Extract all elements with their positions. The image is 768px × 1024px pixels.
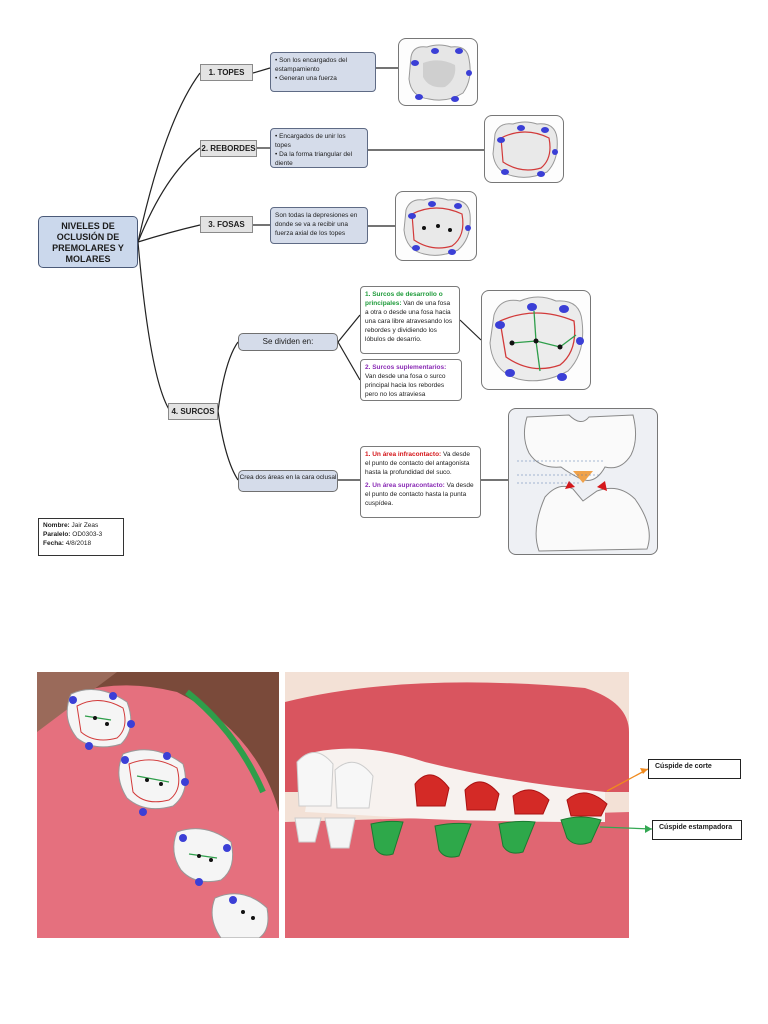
caption-cuspide-estampadora: Cúspide estampadora bbox=[652, 820, 742, 840]
fosas-tooth-illustration bbox=[395, 191, 477, 261]
rebordes-description: • Encargados de unir los topes • Da la f… bbox=[270, 128, 368, 168]
paralelo-value: OD0303-3 bbox=[72, 531, 103, 538]
connector-lines bbox=[137, 67, 508, 481]
nombre-label: Nombre: bbox=[43, 522, 70, 529]
rebordes-desc-1: • Encargados de unir los topes bbox=[275, 133, 346, 149]
areas-note: 1. Un área infracontacto: Va desde el pu… bbox=[360, 446, 481, 518]
occlusal-model-photo bbox=[37, 672, 279, 938]
topes-tooth-illustration bbox=[398, 38, 478, 106]
rebordes-tooth-illustration bbox=[484, 115, 564, 183]
supra-title: 2. Un área supracontacto: bbox=[365, 482, 445, 489]
surcos-suplementarios-note: 2. Surcos suplementarios: Van desde una … bbox=[360, 359, 462, 401]
lateral-model-photo bbox=[285, 672, 629, 938]
paralelo-label: Paralelo: bbox=[43, 531, 71, 538]
mindmap-root: NIVELES DE OCLUSIÓN DE PREMOLARES Y MOLA… bbox=[38, 216, 138, 268]
student-info-box: Nombre: Jair Zeas Paralelo: OD0303-3 Fec… bbox=[38, 518, 124, 556]
suplementarios-text: Van desde una fosa o surco principal hac… bbox=[365, 373, 446, 398]
fosas-label: 3. FOSAS bbox=[200, 216, 253, 233]
supra-text: Va desde el punto de contacto hasta la p… bbox=[365, 482, 474, 507]
fecha-label: Fecha: bbox=[43, 540, 64, 547]
topes-desc-2: • Generan una fuerza bbox=[275, 75, 337, 82]
surcos-tooth-illustration bbox=[481, 290, 591, 390]
suplementarios-title: 2. Surcos suplementarios: bbox=[365, 364, 447, 371]
topes-desc-1: • Son los encargados del estampamiento bbox=[275, 57, 348, 73]
caption-cuspide-corte: Cúspide de corte bbox=[648, 759, 741, 779]
surcos-desarrollo-note: 1. Surcos de desarrollo o principales: V… bbox=[360, 286, 460, 354]
rebordes-label: 2. REBORDES bbox=[200, 140, 257, 157]
surcos-areas-node: Crea dos áreas en la cara oclusal bbox=[238, 470, 338, 492]
contact-areas-illustration bbox=[508, 408, 658, 555]
infra-text: Va desde el punto de contacto del antago… bbox=[365, 451, 471, 476]
nombre-value: Jair Zeas bbox=[71, 522, 99, 529]
fosas-description: Son todas la depresiones en donde se va … bbox=[270, 207, 368, 244]
fecha-value: 4/8/2018 bbox=[65, 540, 92, 547]
infra-title: 1. Un área infracontacto: bbox=[365, 451, 442, 458]
surcos-label: 4. SURCOS bbox=[168, 403, 218, 420]
topes-description: • Son los encargados del estampamiento •… bbox=[270, 52, 376, 92]
desarrollo-text: Van de una fosa a otra o desde una fosa … bbox=[365, 300, 453, 343]
desarrollo-title: 1. Surcos de desarrollo o principales: bbox=[365, 291, 443, 307]
surcos-divide-node: Se dividen en: bbox=[238, 333, 338, 351]
topes-label: 1. TOPES bbox=[200, 64, 253, 81]
rebordes-desc-2: • Da la forma triangular del diente bbox=[275, 151, 353, 167]
